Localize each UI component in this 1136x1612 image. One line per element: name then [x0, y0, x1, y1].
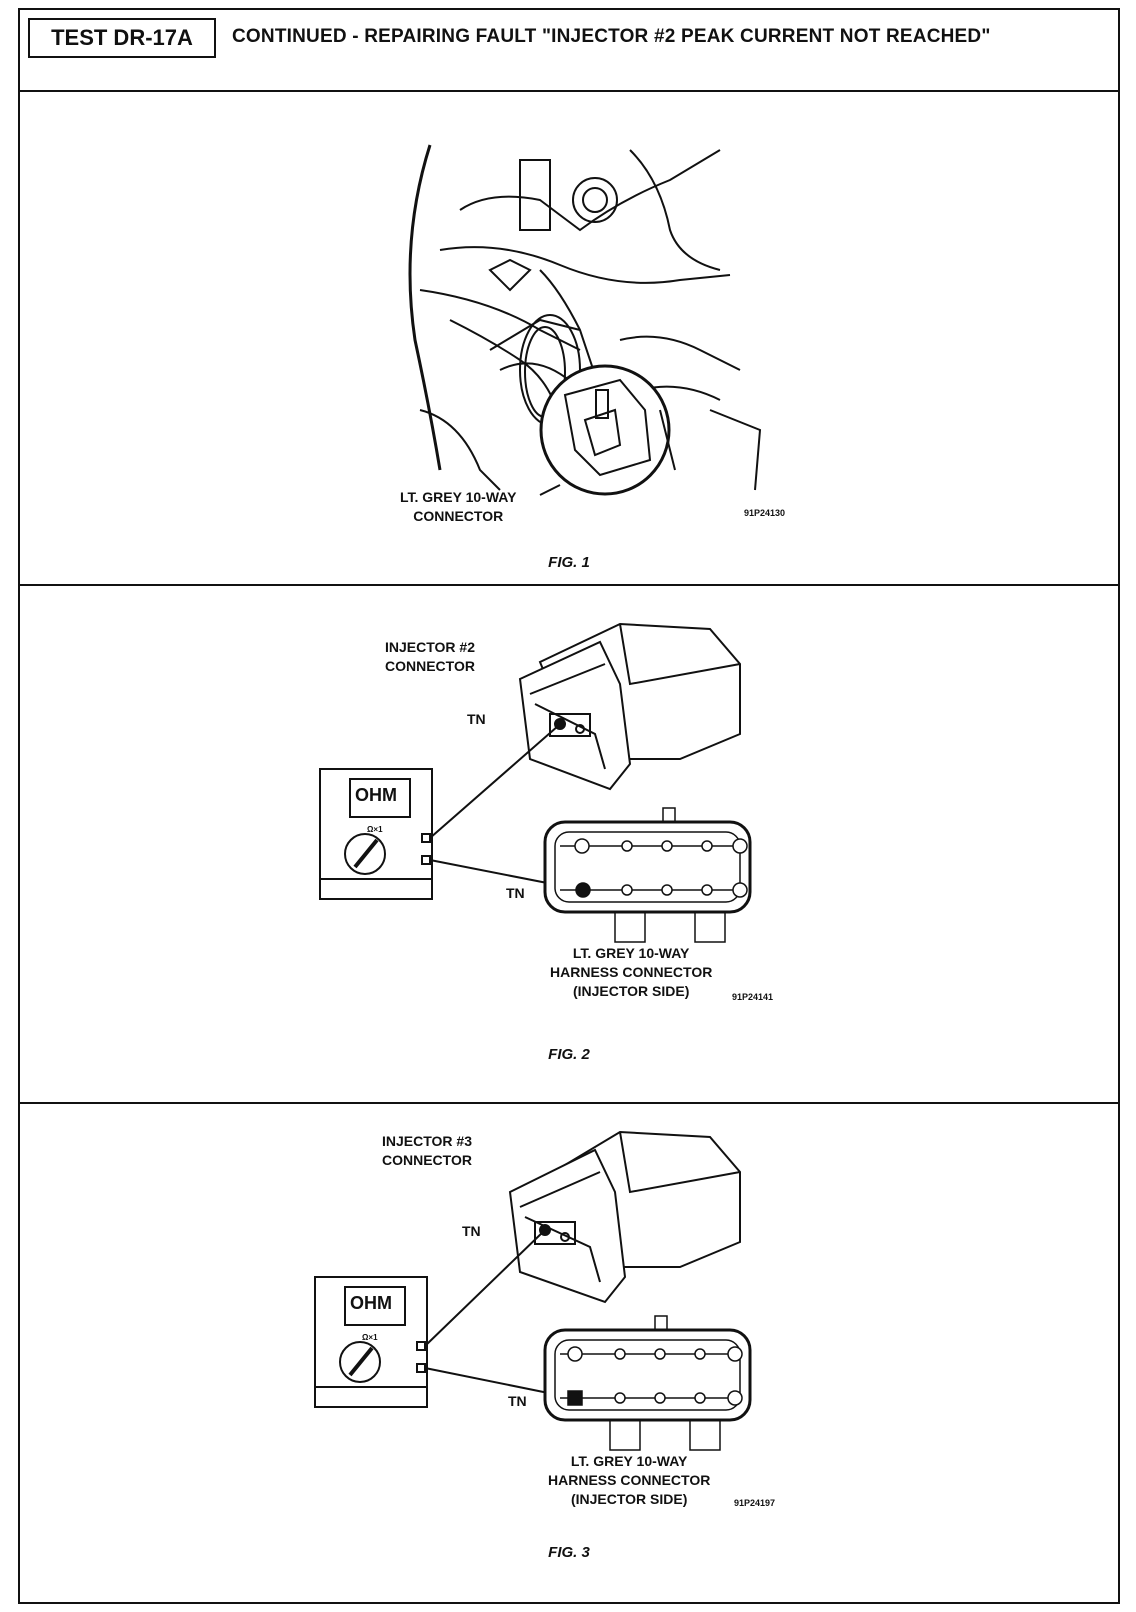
fig2-code: 91P24141: [732, 992, 774, 1002]
fig3-terminal-top: TN: [462, 1223, 481, 1239]
fig3-code: 91P24197: [734, 1498, 776, 1508]
fig1-code: 91P24130: [744, 508, 786, 518]
fig3-caption: FIG. 3: [548, 1544, 590, 1561]
fig3-injector-label: INJECTOR #3 CONNECTOR: [382, 1133, 472, 1168]
fig1-callout: LT. GREY 10-WAY CONNECTOR: [400, 489, 517, 524]
fig1-caption: FIG. 1: [548, 554, 590, 571]
test-id: TEST DR-17A: [28, 18, 216, 58]
figure-1-panel: LT. GREY 10-WAY CONNECTOR 91P24130 FIG. …: [20, 90, 1118, 586]
fig3-harness-label: LT. GREY 10-WAY HARNESS CONNECTOR (INJEC…: [548, 1453, 711, 1507]
fig3-diagram: [314, 1130, 752, 1451]
header: TEST DR-17A CONTINUED - REPAIRING FAULT …: [20, 10, 1118, 92]
fig2-injector-label: INJECTOR #2 CONNECTOR: [385, 639, 475, 674]
engine-illustration: [408, 144, 762, 496]
fig3-terminal-bottom: TN: [508, 1393, 527, 1409]
fig2-terminal-bottom: TN: [506, 885, 525, 901]
fig2-meter-display: OHM: [355, 785, 397, 805]
fig3-meter-range: Ω×1: [362, 1333, 378, 1342]
figure-3-panel: INJECTOR #3 CONNECTOR TN TN OHM Ω×1 LT. …: [20, 1102, 1118, 1602]
fig2-diagram: [319, 622, 752, 943]
page-frame: TEST DR-17A CONTINUED - REPAIRING FAULT …: [18, 8, 1120, 1604]
fig2-terminal-top: TN: [467, 711, 486, 727]
fig2-harness-label: LT. GREY 10-WAY HARNESS CONNECTOR (INJEC…: [550, 945, 713, 999]
fig2-meter-range: Ω×1: [367, 825, 383, 834]
figure-2-panel: INJECTOR #2 CONNECTOR TN TN OHM Ω×1 LT. …: [20, 584, 1118, 1104]
fig2-caption: FIG. 2: [548, 1046, 590, 1063]
header-title: CONTINUED - REPAIRING FAULT "INJECTOR #2…: [232, 26, 991, 47]
fig3-meter-display: OHM: [350, 1293, 392, 1313]
